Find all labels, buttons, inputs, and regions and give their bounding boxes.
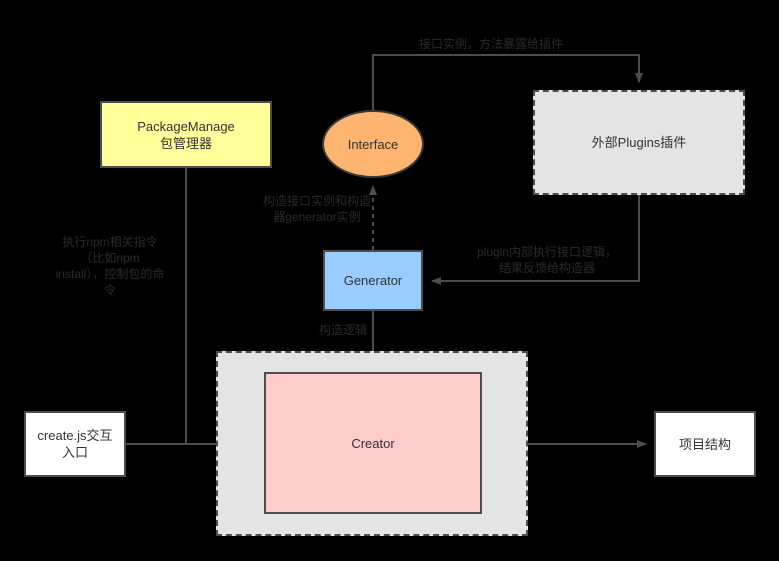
edge-label-plugins-to-generator: plugin内部执行接口逻辑， 结果反馈给构造器 — [476, 245, 618, 275]
node-create-js-entry-label: create.js交互 入口 — [37, 428, 113, 460]
node-project-structure[interactable]: 项目结构 — [654, 411, 756, 477]
node-creator-label: Creator — [351, 435, 395, 451]
node-package-manage[interactable]: PackageManage 包管理器 — [100, 101, 272, 168]
node-external-plugins-label: 外部Plugins插件 — [591, 135, 687, 150]
node-creator[interactable]: Creator — [264, 372, 482, 514]
node-interface-label: Interface — [347, 136, 399, 152]
edge-plugins-to-generator — [431, 195, 640, 285]
node-interface[interactable]: Interface — [322, 110, 424, 178]
edge-label-generator-to-interface: 构造接口实例和构造 器generator实例 — [262, 194, 371, 224]
edge-label-interface-to-plugins: 接口实例，方法暴露给插件 — [418, 37, 563, 51]
edge-label-package-to-creator: 执行npm相关指令 （比如npm install），控制包的命 令 — [55, 235, 165, 297]
node-package-manage-label: PackageManage 包管理器 — [137, 118, 235, 151]
node-generator-label: Generator — [343, 273, 403, 288]
node-project-structure-label: 项目结构 — [678, 436, 731, 452]
node-external-plugins[interactable]: 外部Plugins插件 — [533, 90, 745, 195]
edge-interface-to-plugins — [372, 54, 643, 110]
node-generator[interactable]: Generator — [323, 250, 423, 311]
node-create-js-entry[interactable]: create.js交互 入口 — [24, 411, 126, 477]
edge-label-generator-to-creator: 构造逻辑 — [318, 323, 367, 337]
